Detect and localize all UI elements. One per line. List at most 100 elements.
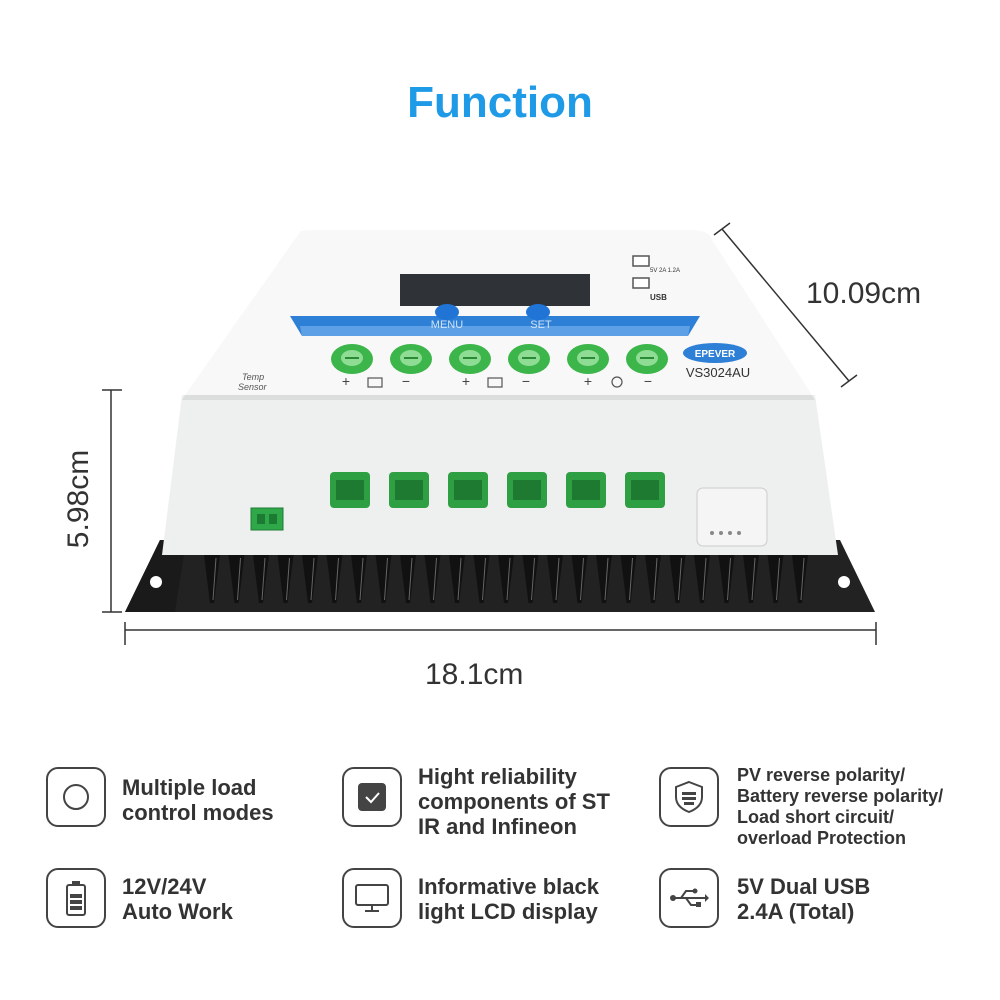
page-title: Function xyxy=(407,78,593,127)
heatsink-fin xyxy=(302,555,318,603)
body-edge xyxy=(182,395,815,400)
usb-label: USB xyxy=(650,293,667,302)
heatsink-fin xyxy=(669,555,686,603)
heatsink-fin-highlight xyxy=(286,557,290,601)
heatsink-fin-highlight xyxy=(433,557,437,601)
monitor-icon xyxy=(342,868,402,928)
svg-text:+: + xyxy=(462,373,470,389)
feature-lcd: Informative black light LCD display xyxy=(342,868,599,928)
front-terminals xyxy=(330,472,665,508)
heatsink-fin xyxy=(400,555,416,603)
height-dimension: 5.98cm xyxy=(62,449,96,549)
set-button xyxy=(526,304,550,320)
battery-icon xyxy=(46,868,106,928)
brand-logo xyxy=(683,343,747,363)
heatsink-fin-highlight xyxy=(384,557,388,601)
heatsink-fin-highlight xyxy=(727,557,731,601)
heatsink-fin xyxy=(375,555,392,603)
feature-text: PV reverse polarity/ Battery reverse pol… xyxy=(737,765,944,848)
heatsink-fin xyxy=(522,555,539,603)
heatsink-fin-highlight xyxy=(237,557,241,601)
feature-load-control: Multiple load control modes xyxy=(46,767,274,827)
heatsink-fin xyxy=(228,555,245,603)
heatsink-fin-highlight xyxy=(678,557,682,601)
heatsink-fin xyxy=(620,555,637,603)
heatsink-fin-highlight xyxy=(776,557,780,601)
terminal-opening-inner xyxy=(513,480,541,500)
heatsink-fin xyxy=(645,555,661,603)
width-dimension: 18.1cm xyxy=(425,658,524,691)
mount-hole-left xyxy=(150,576,162,588)
heatsink-fin-highlight xyxy=(531,557,535,601)
heatsink-fin-highlight xyxy=(702,557,707,601)
heatsink-fin xyxy=(547,555,563,603)
set-label: SET xyxy=(530,319,552,331)
mount-hole-right xyxy=(838,576,850,588)
usb-spec: 5V 2A 1.2A xyxy=(650,268,680,274)
heatsink-fin-highlight xyxy=(310,557,315,601)
heatsink-fin-highlight xyxy=(751,557,756,601)
mount-tab-left xyxy=(125,540,185,612)
model-number: VS3024AU xyxy=(686,365,750,380)
depth-dimension: 10.09cm xyxy=(806,277,922,310)
heatsink-fin xyxy=(498,555,514,603)
terminal-opening-inner xyxy=(572,480,600,500)
svg-text:+: + xyxy=(584,373,592,389)
heatsink-fins xyxy=(204,555,808,603)
heatsink-fin xyxy=(424,555,441,603)
heatsink-fin-highlight xyxy=(457,557,462,601)
battery-symbol xyxy=(487,377,503,388)
heatsink-fin xyxy=(204,555,220,603)
feature-protection: PV reverse polarity/ Battery reverse pol… xyxy=(659,765,944,849)
usb-icon xyxy=(659,868,719,928)
heatsink-fin xyxy=(351,555,367,603)
feature-text: Multiple load control modes xyxy=(122,775,274,825)
heatsink-fin-highlight xyxy=(555,557,560,601)
heatsink-fin xyxy=(743,555,759,603)
heatsink-fin xyxy=(767,555,784,603)
checkbox-icon xyxy=(342,767,402,827)
heatsink-fin xyxy=(694,555,710,603)
terminal-opening-inner xyxy=(395,480,423,500)
heatsink-fin-highlight xyxy=(629,557,633,601)
heatsink-fin xyxy=(718,555,735,603)
heatsink-fin-highlight xyxy=(482,557,486,601)
feature-text: Hight reliability components of ST IR an… xyxy=(418,764,610,839)
menu-button xyxy=(435,304,459,320)
heatsink-fin-highlight xyxy=(580,557,584,601)
heatsink-fin xyxy=(596,555,612,603)
svg-text:−: − xyxy=(522,373,530,389)
feature-auto-voltage: 12V/24V Auto Work xyxy=(46,868,233,928)
heatsink-fin-highlight xyxy=(408,557,413,601)
usb-port-bottom xyxy=(632,277,650,289)
lcd-screen xyxy=(400,274,590,306)
top-terminals xyxy=(331,344,668,374)
menu-label: MENU xyxy=(431,319,463,331)
heatsink-fin-highlight xyxy=(800,557,805,601)
svg-text:−: − xyxy=(644,373,652,389)
heatsink-fin xyxy=(792,555,808,603)
heatsink-fin-highlight xyxy=(604,557,609,601)
feature-usb: 5V Dual USB 2.4A (Total) xyxy=(659,868,870,928)
heatsink-fin xyxy=(449,555,465,603)
terminal-opening-inner xyxy=(454,480,482,500)
heatsink-fin xyxy=(571,555,588,603)
heatsink-fin xyxy=(253,555,269,603)
heatsink-fin xyxy=(277,555,294,603)
svg-text:−: − xyxy=(402,373,410,389)
communication-port-cover xyxy=(696,487,768,547)
body-front xyxy=(162,395,838,555)
feature-reliability: Hight reliability components of ST IR an… xyxy=(342,764,610,839)
usb-port-top xyxy=(632,255,650,267)
heatsink-fin-highlight xyxy=(335,557,339,601)
feature-text: 12V/24V Auto Work xyxy=(122,874,233,924)
heatsink-fin-highlight xyxy=(261,557,266,601)
feature-text: Informative black light LCD display xyxy=(418,874,599,924)
heatsink-fin xyxy=(473,555,490,603)
shield-icon xyxy=(659,767,719,827)
feature-text: 5V Dual USB 2.4A (Total) xyxy=(737,874,871,924)
bulb-symbol xyxy=(611,376,623,388)
brand-name: EPEVER xyxy=(695,349,736,360)
